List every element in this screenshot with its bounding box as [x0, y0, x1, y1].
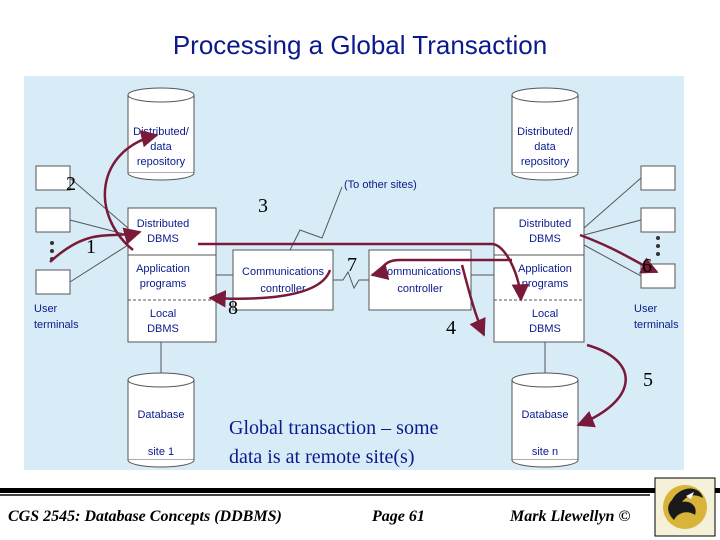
left-repo-label-1: Distributed/ [133, 126, 190, 138]
left-local-label-1: Local [150, 308, 176, 320]
left-repo-label-2: data [150, 141, 172, 153]
right-database-label-1: Database [521, 409, 568, 421]
right-repo-label-1: Distributed/ [517, 126, 574, 138]
ucf-logo [654, 477, 716, 537]
comm-network-link [333, 270, 369, 290]
footer-course: CGS 2545: Database Concepts (DDBMS) [8, 508, 282, 525]
footer-page: Page 61 [372, 508, 425, 525]
left-comm-label-2: controller [260, 283, 306, 295]
footer-sub-rule [0, 494, 650, 496]
right-database-label-2: site n [532, 446, 558, 458]
left-terminals-label-2: terminals [34, 319, 79, 331]
right-repo-label-2: data [534, 141, 556, 153]
step-8-label: 8 [228, 297, 238, 319]
left-comm-label-1: Communications [242, 266, 324, 278]
left-app-label-1: Application [136, 263, 190, 275]
left-database-label-1: Database [137, 409, 184, 421]
caption-line-2: data is at remote site(s) [229, 446, 415, 468]
step-3-label: 3 [258, 195, 268, 217]
right-database-cylinder: Database site n [511, 372, 579, 468]
left-dbms-label-2: DBMS [147, 233, 179, 245]
left-dbms-label-1: Distributed [137, 218, 190, 230]
step-2-label: 2 [66, 173, 76, 195]
right-dbms-label-2: DBMS [529, 233, 561, 245]
left-dbms-stack: Distributed DBMS Application programs Lo… [127, 207, 217, 343]
right-comm-label-2: controller [397, 283, 443, 295]
left-database-cylinder: Database site 1 [127, 372, 195, 468]
footer-top-rule [0, 488, 720, 493]
left-repo-label-3: repository [137, 156, 186, 168]
step-2-arrow [103, 130, 159, 251]
left-communications-controller: Communications controller [232, 249, 334, 311]
step-1-label: 1 [86, 236, 96, 258]
other-sites-link [289, 186, 343, 251]
step-1-arrow [49, 227, 142, 263]
left-local-label-2: DBMS [147, 323, 179, 335]
right-dbms-stack: Distributed DBMS Application programs Lo… [493, 207, 585, 343]
step-6-label: 6 [642, 255, 652, 277]
step-4-label: 4 [446, 317, 456, 339]
right-repo-label-3: repository [521, 156, 570, 168]
step-7-label: 7 [347, 254, 357, 276]
left-terminals-label-1: User [34, 303, 58, 315]
right-local-label-1: Local [532, 308, 558, 320]
footer-background [0, 494, 720, 540]
right-comm-label-1: Communications [379, 266, 461, 278]
right-dbms-label-1: Distributed [519, 218, 572, 230]
step-5-arrow [576, 343, 627, 428]
step-4-arrow [460, 264, 486, 337]
caption-line-1: Global transaction – some [229, 417, 439, 439]
step-6-arrow [579, 233, 659, 274]
right-app-label-2: programs [522, 278, 569, 290]
other-sites-label: (To other sites) [344, 179, 417, 191]
right-app-label-1: Application [518, 263, 572, 275]
step-5-label: 5 [643, 369, 653, 391]
left-database-label-2: site 1 [148, 446, 174, 458]
slide-title: Processing a Global Transaction [172, 30, 548, 60]
step-7-arrow [370, 258, 512, 280]
step-8-arrow [208, 269, 332, 308]
left-repository-cylinder: Distributed/ data repository [127, 87, 195, 181]
right-repository-cylinder: Distributed/ data repository [511, 87, 579, 181]
right-local-label-2: DBMS [529, 323, 561, 335]
right-terminals-label-1: User [634, 303, 658, 315]
right-user-terminals: User terminals [583, 165, 679, 331]
left-app-label-2: programs [140, 278, 187, 290]
right-terminals-label-2: terminals [634, 319, 679, 331]
footer-author: Mark Llewellyn © [510, 508, 631, 525]
